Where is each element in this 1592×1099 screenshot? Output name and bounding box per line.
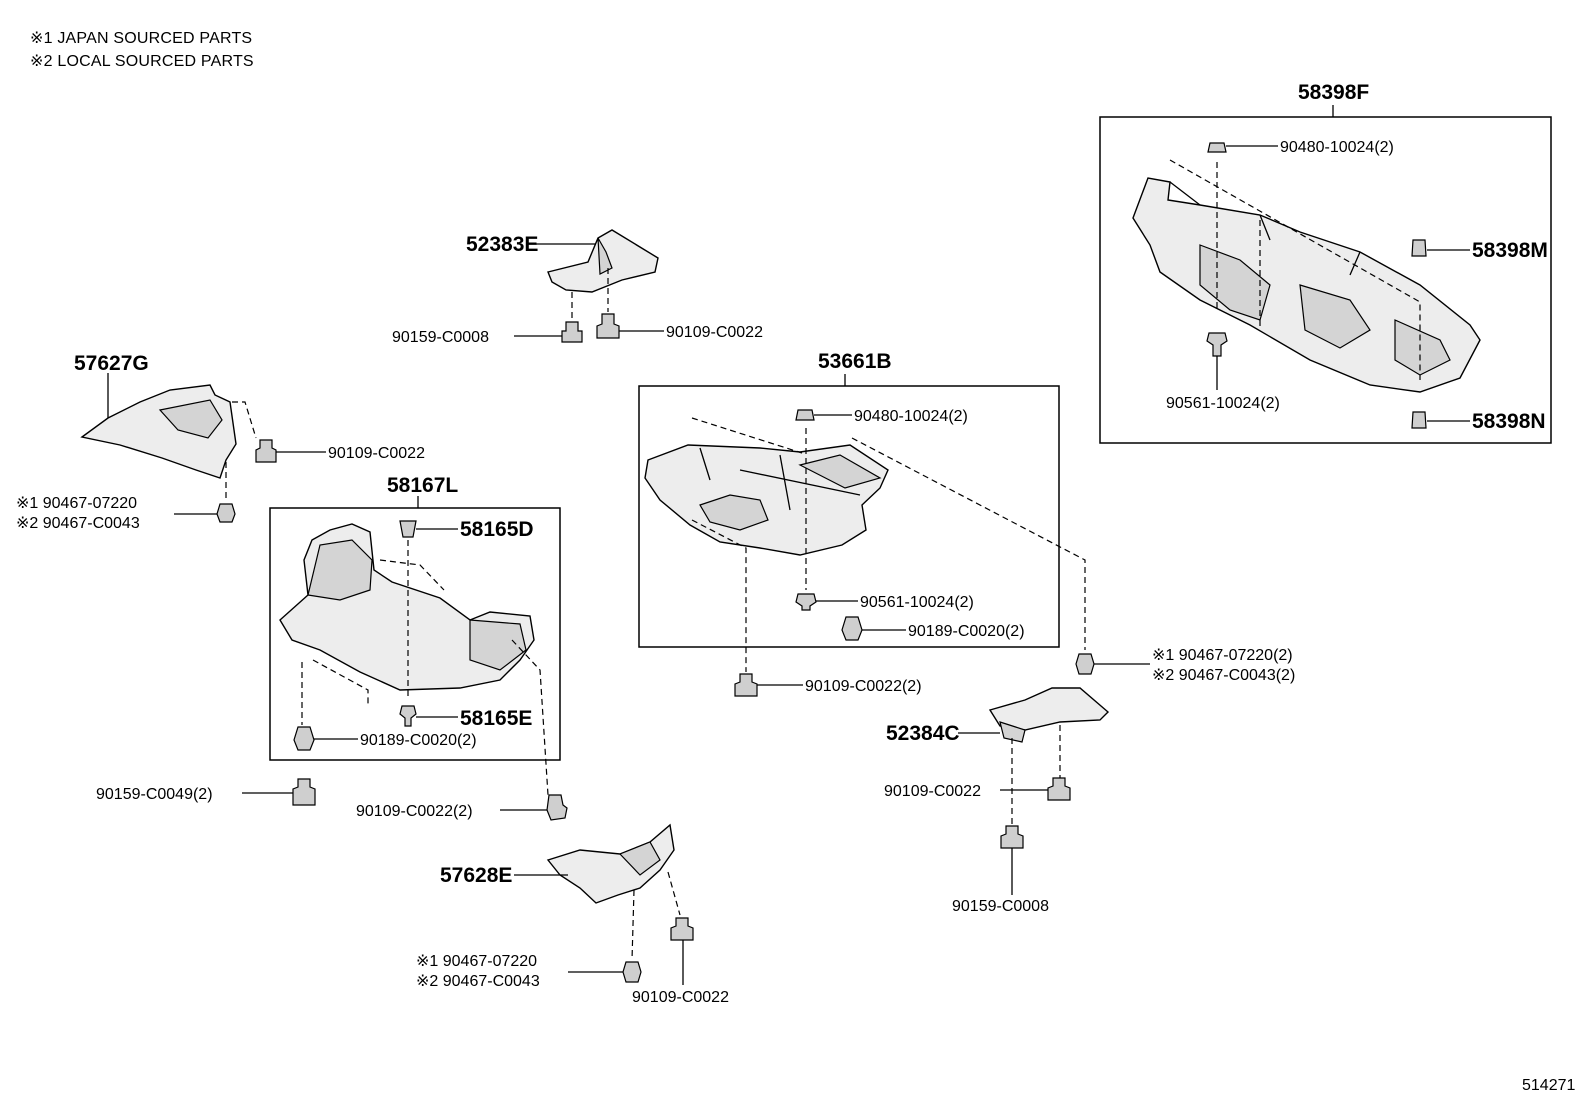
nut-90189-icon bbox=[841, 616, 863, 641]
fastener-label-90109-C0022-2-b: 90109-C0022(2) bbox=[356, 803, 473, 820]
clip-90467-icon bbox=[216, 503, 236, 523]
clip-58165D-icon bbox=[399, 520, 417, 538]
part-57628E-shape bbox=[546, 823, 675, 904]
part-label-58167L: 58167L bbox=[387, 474, 458, 497]
group-box-58167L bbox=[269, 507, 561, 761]
part-label-57628E: 57628E bbox=[440, 864, 512, 887]
bolt-90109-icon bbox=[670, 917, 694, 941]
fastener-label-90159-C0049-2: 90159-C0049(2) bbox=[96, 786, 213, 803]
clip-58398M-icon bbox=[1411, 239, 1427, 257]
part-label-58398M: 58398M bbox=[1472, 239, 1548, 262]
clip-90467-icon bbox=[622, 961, 642, 983]
fastener-label-90561-10024-a: 90561-10024(2) bbox=[1166, 395, 1280, 412]
bolt-90109-icon bbox=[546, 794, 568, 821]
bolt-90159-icon bbox=[561, 321, 583, 343]
fastener-label-90480-10024-a: 90480-10024(2) bbox=[1280, 139, 1394, 156]
part-52384C-shape bbox=[988, 687, 1110, 743]
clip-90480-icon bbox=[1207, 142, 1227, 153]
clip-58398N-icon bbox=[1411, 411, 1427, 429]
legend-local-sourced: ※2 LOCAL SOURCED PARTS bbox=[30, 53, 254, 70]
part-label-53661B: 53661B bbox=[818, 350, 892, 373]
part-57627G-shape bbox=[80, 384, 237, 479]
grommet-90561-icon bbox=[795, 593, 817, 611]
fastener-label-90467-07220-b: ※1 90467-07220 bbox=[416, 953, 537, 970]
fastener-label-90159-C0008-b: 90159-C0008 bbox=[952, 898, 1049, 915]
bolt-90109-icon bbox=[734, 673, 758, 697]
fastener-label-90561-10024-b: 90561-10024(2) bbox=[860, 594, 974, 611]
fastener-label-90109-C0022-a: 90109-C0022 bbox=[666, 324, 763, 341]
bolt-90109-icon bbox=[596, 313, 620, 339]
fastener-label-90109-C0022-c: 90109-C0022 bbox=[884, 783, 981, 800]
part-label-57627G: 57627G bbox=[74, 352, 149, 375]
fastener-label-90467-C0043-2: ※2 90467-C0043(2) bbox=[1152, 667, 1295, 684]
part-label-58398N: 58398N bbox=[1472, 410, 1546, 433]
clip-90480-icon bbox=[795, 409, 815, 421]
part-53661B-shape bbox=[644, 444, 889, 556]
clip-58165E-icon bbox=[399, 705, 417, 727]
bolt-90159-icon bbox=[1000, 825, 1024, 849]
bolt-90109-icon bbox=[1047, 777, 1071, 801]
clip-90467-icon bbox=[1075, 653, 1095, 675]
part-label-52383E: 52383E bbox=[466, 233, 538, 256]
fastener-label-90159-C0008-a: 90159-C0008 bbox=[392, 329, 489, 346]
fastener-label-90189-C0020-a: 90189-C0020(2) bbox=[908, 623, 1025, 640]
fastener-label-90189-C0020-b: 90189-C0020(2) bbox=[360, 732, 477, 749]
fastener-label-90467-C0043-a: ※2 90467-C0043 bbox=[16, 515, 140, 532]
fastener-label-90109-C0022-2-a: 90109-C0022(2) bbox=[805, 678, 922, 695]
fastener-label-90467-07220-2: ※1 90467-07220(2) bbox=[1152, 647, 1293, 664]
fastener-label-90480-10024-b: 90480-10024(2) bbox=[854, 408, 968, 425]
fastener-label-90109-C0022-b: 90109-C0022 bbox=[328, 445, 425, 462]
bolt-90159-icon bbox=[292, 778, 316, 806]
fastener-label-90467-C0043-b: ※2 90467-C0043 bbox=[416, 973, 540, 990]
diagram-number: 514271 bbox=[1522, 1077, 1575, 1094]
part-label-52384C: 52384C bbox=[886, 722, 960, 745]
group-box-58398F bbox=[1099, 116, 1552, 444]
fastener-label-90467-07220-a: ※1 90467-07220 bbox=[16, 495, 137, 512]
fastener-label-90109-C0022-d: 90109-C0022 bbox=[632, 989, 729, 1006]
grommet-90561-icon bbox=[1206, 332, 1228, 357]
part-58167L-shape bbox=[279, 523, 535, 691]
part-58398F-shape bbox=[1132, 177, 1481, 393]
part-label-58398F: 58398F bbox=[1298, 81, 1369, 104]
bolt-90109-icon bbox=[255, 439, 277, 463]
part-52383E-shape bbox=[547, 229, 659, 293]
part-label-58165E: 58165E bbox=[460, 707, 532, 730]
group-box-53661B bbox=[638, 385, 1060, 648]
part-label-58165D: 58165D bbox=[460, 518, 534, 541]
nut-90189-icon bbox=[293, 726, 315, 751]
legend-japan-sourced: ※1 JAPAN SOURCED PARTS bbox=[30, 30, 253, 47]
